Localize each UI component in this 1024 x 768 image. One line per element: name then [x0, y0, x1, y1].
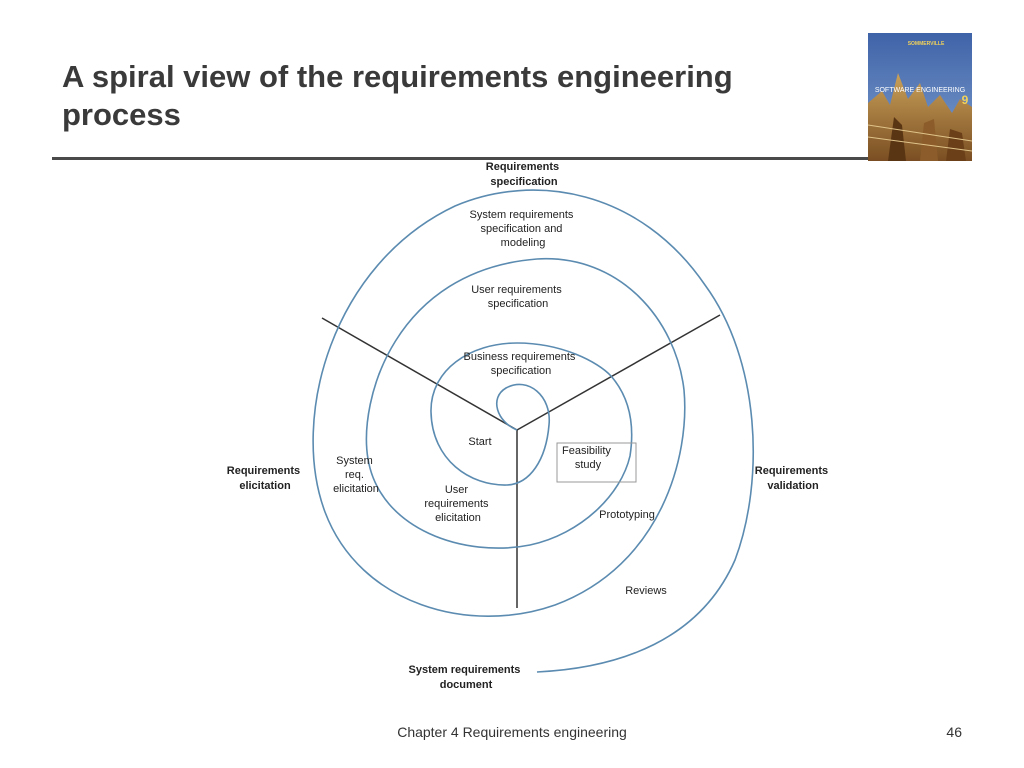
label-feasibility-line-2: study	[575, 459, 602, 471]
book-cover-edition: 9	[962, 93, 969, 107]
page-number: 46	[946, 724, 962, 740]
label-prototyping: Prototyping	[599, 509, 655, 521]
label-feasibility-study: Feasibility study	[562, 445, 614, 471]
label-system-spec-line-3: modeling	[501, 237, 546, 249]
book-cover-title: SOFTWARE ENGINEERING	[875, 87, 965, 94]
label-system-spec-line-2: specification and	[480, 223, 562, 235]
label-reviews: Reviews	[625, 585, 667, 597]
title-divider	[52, 157, 872, 160]
label-system-elicitation-line-2: req.	[345, 469, 364, 481]
label-feasibility-line-1: Feasibility	[562, 445, 611, 457]
label-business-spec-line-2: specification	[491, 365, 552, 377]
label-user-spec-line-1: User requirements	[471, 284, 562, 296]
slide-title-line-2: process	[62, 97, 181, 132]
sector-title-validation-line-2: validation	[767, 480, 819, 492]
label-system-requirements-specification: System requirements specification and mo…	[470, 209, 577, 249]
label-business-spec-line-1: Business requirements	[464, 351, 576, 363]
label-user-spec-line-2: specification	[488, 298, 549, 310]
sector-title-validation-line-1: Requirements	[755, 465, 828, 477]
book-cover-art: SOMMERVILLE SOFTWARE ENGINEERING 9	[868, 33, 972, 161]
label-system-spec-line-1: System requirements	[470, 209, 574, 221]
label-user-requirements-specification: User requirements specification	[471, 284, 565, 310]
label-business-requirements-specification: Business requirements specification	[464, 351, 579, 377]
sector-title-elicitation-line-2: elicitation	[239, 480, 291, 492]
divider-line-elicitation-specification	[321, 317, 518, 431]
label-system-elicitation-line-1: System	[336, 455, 373, 467]
sector-title-specification: Requirements specification	[486, 161, 562, 188]
label-user-elicitation-line-1: User	[445, 484, 469, 496]
label-system-requirements-document: System requirements document	[409, 664, 524, 691]
label-output-line-1: System requirements	[409, 664, 521, 676]
sector-title-validation: Requirements validation	[755, 465, 831, 492]
spiral-path	[312, 189, 755, 673]
divider-line-specification-validation	[516, 314, 721, 431]
sector-title-specification-line-1: Requirements	[486, 161, 559, 173]
book-cover-author: SOMMERVILLE	[908, 41, 945, 47]
book-cover-image: SOMMERVILLE SOFTWARE ENGINEERING 9	[868, 33, 972, 161]
label-output-line-2: document	[440, 679, 493, 691]
label-user-requirements-elicitation: User requirements elicitation	[424, 484, 491, 524]
label-user-elicitation-line-2: requirements	[424, 498, 489, 510]
slide-title: A spiral view of the requirements engine…	[62, 58, 842, 134]
slide-title-line-1: A spiral view of the requirements engine…	[62, 59, 733, 94]
sector-title-specification-line-2: specification	[490, 176, 558, 188]
sector-title-elicitation: Requirements elicitation	[227, 465, 303, 492]
label-system-elicitation-line-3: elicitation	[333, 483, 379, 495]
feasibility-study-box	[556, 442, 637, 483]
label-start: Start	[468, 436, 491, 448]
label-system-req-elicitation: System req. elicitation	[333, 455, 379, 495]
spiral-diagram: Requirements specification Requirements …	[200, 158, 860, 698]
label-user-elicitation-line-3: elicitation	[435, 512, 481, 524]
sector-title-elicitation-line-1: Requirements	[227, 465, 300, 477]
spiral-diagram-canvas: Requirements specification Requirements …	[227, 161, 831, 691]
slide-footer: Chapter 4 Requirements engineering	[397, 724, 627, 740]
